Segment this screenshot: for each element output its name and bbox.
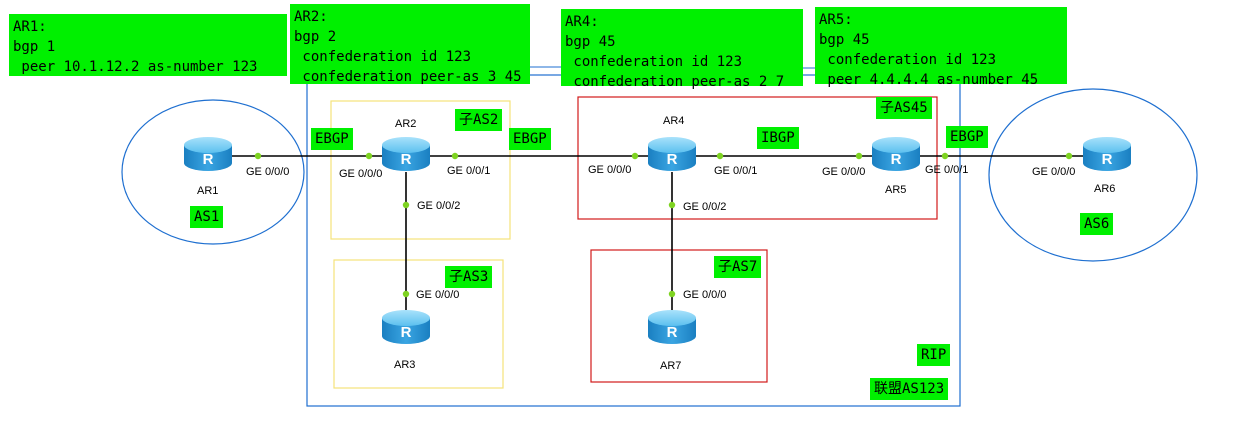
port-dots xyxy=(254,152,1073,298)
as6-label: AS6 xyxy=(1080,213,1114,235)
router-name-ar3: AR3 xyxy=(394,359,416,371)
router-icon-ar4[interactable]: R xyxy=(648,137,696,171)
router-name-ar4: AR4 xyxy=(663,115,685,127)
config-line: AR1: xyxy=(13,19,47,35)
ibgp-label: IBGP xyxy=(757,127,799,149)
router-name-ar5: AR5 xyxy=(885,184,907,196)
port-label: GE 0/0/0 xyxy=(683,289,727,301)
config-line: confederation id 123 xyxy=(819,52,997,68)
sub-as2-boundary xyxy=(330,100,511,240)
router-icon-ar6[interactable]: R xyxy=(1083,137,1131,171)
port-label: GE 0/0/0 xyxy=(339,168,383,180)
config-line: bgp 1 xyxy=(13,39,56,55)
rip-label: RIP xyxy=(917,344,951,366)
router-icon-ar1[interactable]: R xyxy=(184,137,232,171)
sub-as7-boundary xyxy=(590,249,768,383)
confederation-label: 联盟AS123 xyxy=(870,378,949,400)
svg-text:R: R xyxy=(401,151,412,168)
ebgp-label: EBGP xyxy=(509,128,551,150)
ar1-config-box: AR1: bgp 1 peer 10.1.12.2 as-number 123 xyxy=(9,14,287,76)
as1-label: AS1 xyxy=(190,206,224,228)
sub-as7-label: 子AS7 xyxy=(714,256,762,278)
router-name-ar1: AR1 xyxy=(197,185,219,197)
sub-as2-label: 子AS2 xyxy=(455,109,503,131)
port-label: GE 0/0/0 xyxy=(246,166,290,178)
sub-as3-label: 子AS3 xyxy=(445,266,493,288)
config-line: AR5: xyxy=(819,12,853,28)
sub-as45-boundary xyxy=(577,96,938,220)
router-icon-ar7[interactable]: R xyxy=(648,310,696,344)
router-icon-ar3[interactable]: R xyxy=(382,310,430,344)
router-name-ar6: AR6 xyxy=(1094,183,1116,195)
sub-as45-label: 子AS45 xyxy=(876,97,932,119)
ebgp-label: EBGP xyxy=(946,126,988,148)
router-icon-ar5[interactable]: R xyxy=(872,137,920,171)
config-line: peer 4.4.4.4 as-number 45 xyxy=(819,72,1039,88)
ebgp-label: EBGP xyxy=(311,128,353,150)
config-line: confederation id 123 xyxy=(294,49,472,65)
port-label: GE 0/0/1 xyxy=(447,165,491,177)
port-label: GE 0/0/1 xyxy=(925,164,969,176)
config-line: confederation peer-as 3 45 xyxy=(294,69,522,85)
svg-text:R: R xyxy=(667,324,678,341)
config-line: AR4: xyxy=(565,14,599,30)
port-label: GE 0/0/2 xyxy=(417,200,461,212)
router-name-ar2: AR2 xyxy=(395,118,417,130)
config-line: AR2: xyxy=(294,9,328,25)
config-line: bgp 45 xyxy=(819,32,870,48)
sub-as3-boundary xyxy=(333,259,504,389)
ar4-config-box: AR4: bgp 45 confederation id 123 confede… xyxy=(561,9,803,90)
config-line: bgp 45 xyxy=(565,34,616,50)
router-icon-ar2[interactable]: R xyxy=(382,137,430,171)
port-label: GE 0/0/0 xyxy=(588,164,632,176)
port-label: GE 0/0/2 xyxy=(683,201,727,213)
svg-text:R: R xyxy=(667,151,678,168)
svg-text:R: R xyxy=(891,151,902,168)
ar2-config-box: AR2: bgp 2 confederation id 123 confeder… xyxy=(290,4,530,85)
port-label: GE 0/0/0 xyxy=(1032,166,1076,178)
port-label: GE 0/0/0 xyxy=(416,289,460,301)
svg-text:R: R xyxy=(1102,151,1113,168)
config-line: bgp 2 xyxy=(294,29,337,45)
port-label: GE 0/0/0 xyxy=(822,166,866,178)
config-line: confederation id 123 xyxy=(565,54,743,70)
svg-text:R: R xyxy=(203,151,214,168)
as6-boundary xyxy=(988,88,1198,262)
config-line: confederation peer-as 2 7 xyxy=(565,74,785,90)
svg-text:R: R xyxy=(401,324,412,341)
router-name-ar7: AR7 xyxy=(660,360,682,372)
as1-boundary xyxy=(121,99,305,245)
config-line: peer 10.1.12.2 as-number 123 xyxy=(13,59,258,75)
ar5-config-box: AR5: bgp 45 confederation id 123 peer 4.… xyxy=(815,7,1067,88)
port-label: GE 0/0/1 xyxy=(714,165,758,177)
